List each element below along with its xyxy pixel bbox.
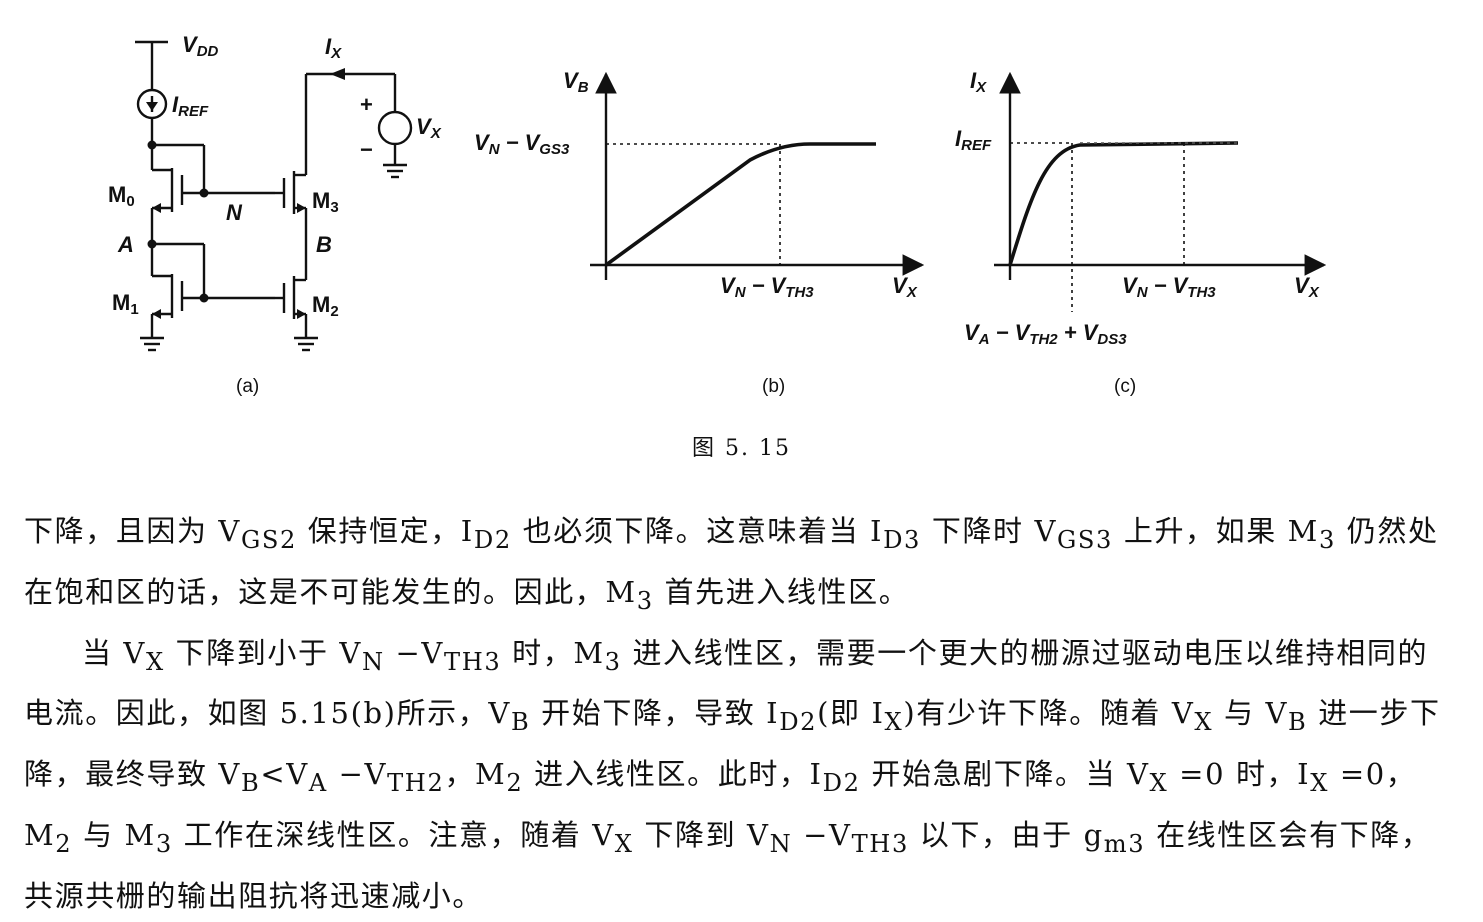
circuit-schematic: [135, 40, 413, 352]
node-b-label: B: [316, 232, 332, 257]
iref-label: IREF: [172, 92, 209, 120]
m2-label: M2: [312, 292, 339, 320]
node-n-label: N: [226, 200, 243, 225]
body-text: 下降，且因为 VGS2 保持恒定，ID2 也必须下降。这意味着当 ID3 下降时…: [24, 505, 1454, 922]
plot-c-xmark2-label: VA − VTH2 + VDS3: [964, 320, 1127, 348]
ix-label: IX: [325, 34, 342, 62]
panel-c-caption: (c): [1114, 376, 1136, 397]
plot-c-xlabel: VX: [1294, 273, 1320, 301]
node-a-label: A: [117, 232, 134, 257]
vx-source-label: VX: [416, 114, 442, 142]
plot-b-ylabel: VB: [563, 68, 589, 96]
plot-b-xlabel: VX: [892, 273, 918, 301]
figure-svg: VDD IREF IX + − VX M0 M3 N A B M1 M2 (a)…: [108, 32, 1327, 397]
m3-label: M3: [312, 188, 339, 216]
circuit-details: [146, 68, 345, 319]
minus-sign: −: [360, 137, 373, 162]
plot-b-curve: [604, 142, 876, 267]
plot-b-level-label: VN − VGS3: [474, 130, 570, 158]
paragraph-1: 下降，且因为 VGS2 保持恒定，ID2 也必须下降。这意味着当 ID3 下降时…: [24, 514, 1439, 615]
vdd-label: VDD: [182, 32, 219, 60]
plot-c-xmark-label: VN − VTH3: [1122, 273, 1216, 301]
plot-c: [994, 71, 1327, 312]
panel-b-caption: (b): [762, 376, 785, 397]
plot-b-xmark-label: VN − VTH3: [720, 273, 814, 301]
m0-label: M0: [108, 182, 135, 210]
plus-sign: +: [360, 92, 373, 117]
m1-label: M1: [112, 290, 139, 318]
plot-b: [590, 71, 925, 280]
paragraph-2: 当 VX 下降到小于 VN −VTH3 时，M3 进入线性区，需要一个更大的栅源…: [24, 635, 1441, 913]
plot-c-level-label: IREF: [955, 126, 992, 154]
plot-c-curve: [1008, 141, 1239, 266]
figure-caption: 图 5. 15: [692, 436, 791, 461]
panel-a-caption: (a): [236, 376, 259, 397]
plot-c-ylabel: IX: [970, 68, 987, 96]
figure-5-15: VDD IREF IX + − VX M0 M3 N A B M1 M2 (a)…: [108, 32, 1327, 461]
